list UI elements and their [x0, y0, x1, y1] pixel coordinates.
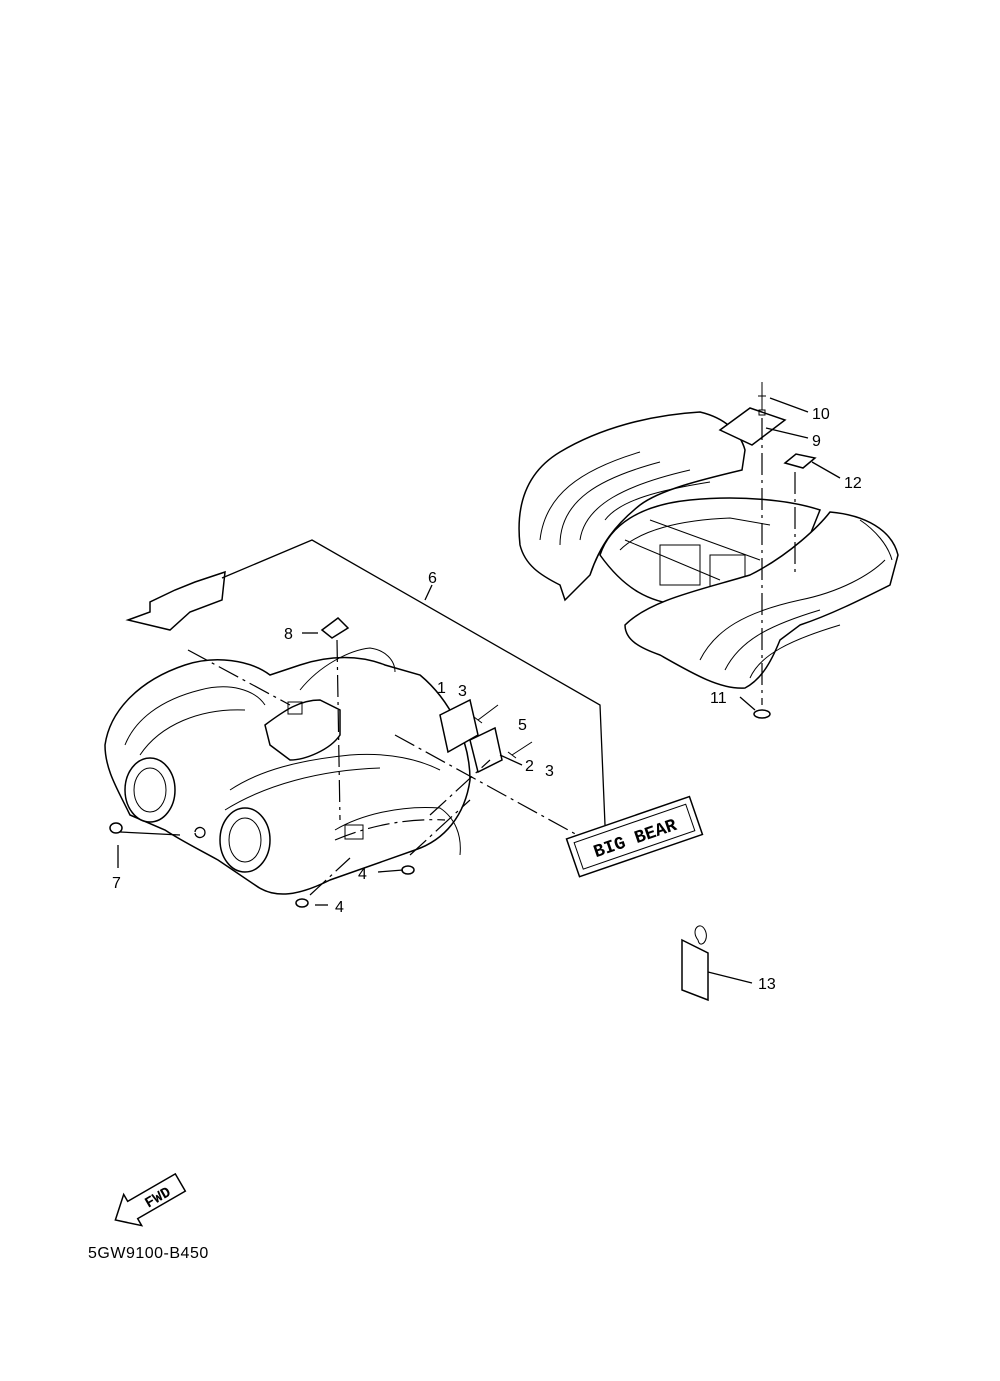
part-label-1: 1	[437, 680, 446, 697]
part-label-13: 13	[758, 976, 776, 993]
part-label-4b: 4	[335, 899, 344, 916]
part-label-11: 11	[710, 690, 727, 707]
part-label-3b: 3	[545, 763, 554, 780]
front-fender	[104, 639, 591, 908]
part-label-4a: 4	[358, 866, 367, 883]
rear-fender	[518, 382, 899, 719]
part-label-5: 5	[518, 717, 527, 734]
part-label-10: 10	[812, 406, 830, 423]
part-label-7: 7	[112, 875, 121, 892]
tag	[681, 925, 753, 1002]
decal-sheet	[125, 539, 606, 826]
big-bear-decal: BIG BEAR	[565, 795, 704, 878]
part-label-6: 6	[428, 570, 437, 587]
fwd-arrow-icon: FWD	[114, 1172, 187, 1227]
part-label-9: 9	[812, 433, 821, 450]
part-label-2: 2	[525, 758, 534, 775]
part-label-12: 12	[844, 475, 862, 492]
part-label-3a: 3	[458, 683, 467, 700]
part-label-8: 8	[284, 626, 293, 643]
diagram-code: 5GW9100-B450	[88, 1245, 209, 1262]
